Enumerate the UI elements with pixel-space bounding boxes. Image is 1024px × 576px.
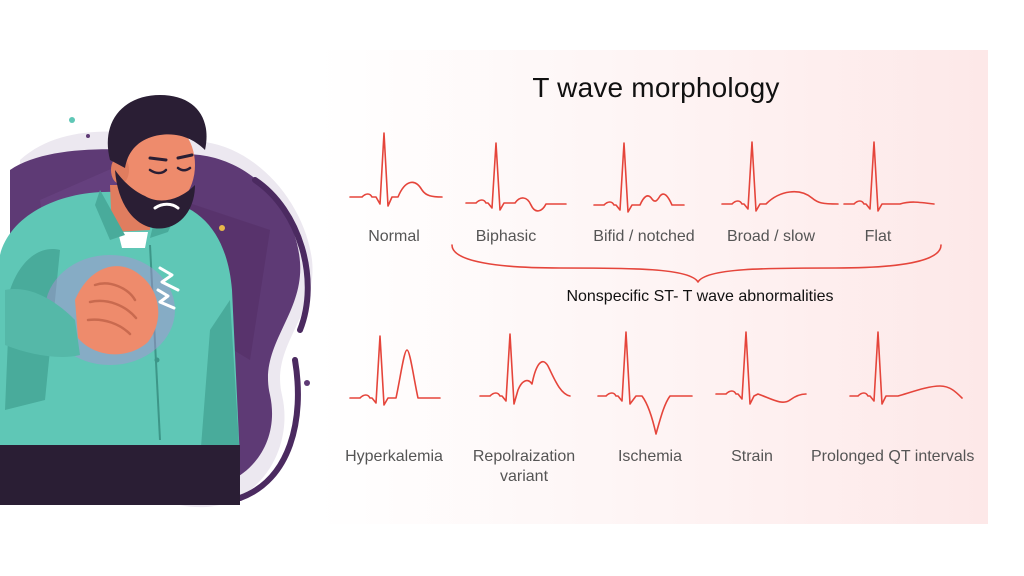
ecg-flat bbox=[843, 141, 935, 212]
hair bbox=[107, 95, 207, 168]
hand bbox=[75, 266, 159, 355]
pain-lightning-icon bbox=[156, 266, 180, 310]
label-prolonged-qt: Prolonged QT intervals bbox=[811, 448, 975, 465]
heart-pain-illustration bbox=[0, 95, 313, 508]
sparkle bbox=[219, 225, 225, 231]
label-flat: Flat bbox=[864, 228, 892, 245]
group-label: Nonspecific ST- T wave abnormalities bbox=[566, 288, 834, 305]
ecg-normal bbox=[349, 132, 443, 207]
label-broad-slow: Broad / slow bbox=[726, 228, 816, 245]
ecg-bifid-notched bbox=[593, 142, 685, 213]
label-strain: Strain bbox=[731, 448, 773, 465]
ecg-hyperkalemia bbox=[349, 335, 441, 406]
label-biphasic: Biphasic bbox=[475, 228, 537, 245]
ecg-repolarization-variant bbox=[479, 333, 571, 405]
ecg-strain bbox=[715, 331, 807, 405]
page-title: T wave morphology bbox=[532, 72, 780, 103]
sparkle bbox=[69, 117, 75, 123]
diagram-panel bbox=[318, 50, 988, 524]
label-hyperkalemia: Hyperkalemia bbox=[345, 448, 443, 465]
ecg-broad-slow bbox=[721, 141, 839, 212]
ecg-prolonged-qt bbox=[849, 331, 963, 405]
label-repolarization-variant: Repolraization variant bbox=[472, 448, 576, 485]
sparkle bbox=[86, 134, 90, 138]
ecg-biphasic bbox=[465, 142, 567, 212]
label-bifid-notched: Bifid / notched bbox=[593, 228, 695, 245]
label-normal: Normal bbox=[368, 228, 420, 245]
ecg-ischemia bbox=[597, 331, 693, 435]
sparkle bbox=[304, 380, 310, 386]
beard bbox=[115, 170, 195, 229]
arm bbox=[5, 289, 80, 357]
label-ischemia: Ischemia bbox=[617, 448, 683, 465]
curly-brace bbox=[451, 244, 942, 283]
